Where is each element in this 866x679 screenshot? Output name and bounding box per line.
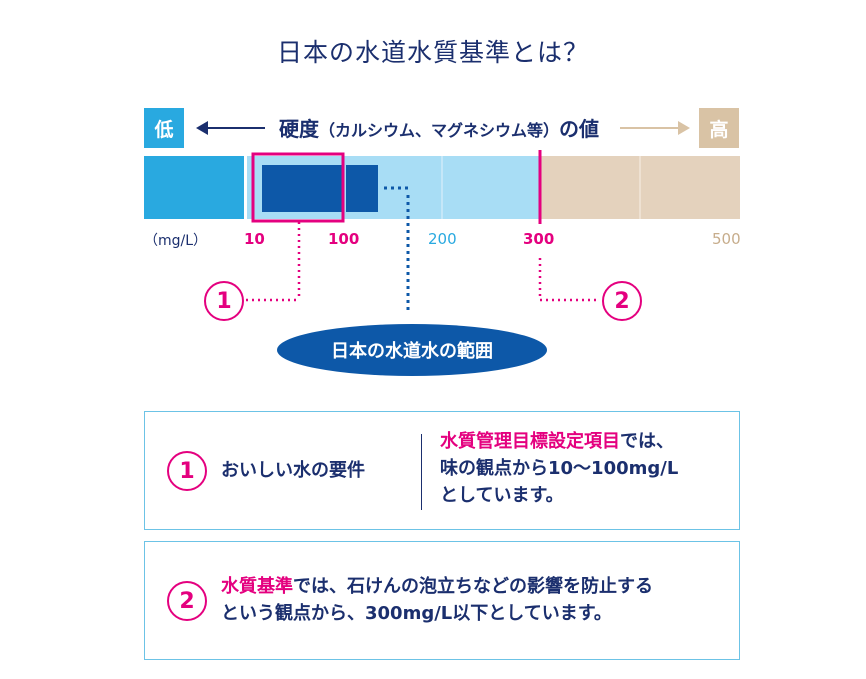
box1-number: 1	[167, 451, 207, 491]
tick-label: 300	[523, 230, 555, 248]
box2-line2: という観点から、300mg/L以下としています。	[221, 603, 612, 624]
box1-divider	[421, 434, 422, 510]
tick-label: 100	[328, 230, 360, 248]
box2-number: 2	[167, 581, 207, 621]
tapwater-range-bar	[262, 165, 378, 212]
marker-one: 1	[204, 281, 244, 321]
scale-segment-low	[144, 156, 244, 219]
box1-left-text: おいしい水の要件	[221, 460, 365, 481]
marker-two: 2	[602, 281, 642, 321]
high-end-box: 高	[699, 108, 739, 148]
tapwater-range-label: 日本の水道水の範囲	[277, 324, 547, 376]
axis-label-main: 硬度	[279, 117, 319, 141]
box2-rest: では、石けんの泡立ちなどの影響を防止する	[293, 576, 653, 597]
unit-label: （mg/L）	[144, 233, 208, 249]
box2-text: 水質基準では、石けんの泡立ちなどの影響を防止する という観点から、300mg/L…	[221, 573, 653, 627]
arrow-right-icon	[620, 121, 690, 135]
box1-highlight: 水質管理目標設定項目	[440, 431, 620, 452]
requirement-1-frame	[251, 152, 345, 223]
info-box-requirement: 1 おいしい水の要件 水質管理目標設定項目では、 味の観点から10～100mg/…	[144, 411, 740, 530]
tick-label: 10	[244, 230, 265, 248]
axis-label-tail: の値	[559, 117, 600, 141]
tick-label: 500	[712, 230, 741, 248]
arrow-left-icon	[196, 121, 265, 135]
page-title: 日本の水道水質基準とは？	[276, 38, 589, 67]
box2-highlight: 水質基準	[221, 576, 293, 597]
box1-right-text: 水質管理目標設定項目では、 味の観点から10～100mg/L としています。	[440, 428, 678, 509]
box1-line2: 味の観点から10～100mg/L	[440, 458, 679, 479]
box1-right-rest: では、	[620, 431, 674, 452]
tick-label: 200	[428, 230, 457, 248]
axis-label-paren: （カルシウム、マグネシウム等）	[319, 121, 560, 140]
axis-label: 硬度（カルシウム、マグネシウム等）の値	[279, 113, 599, 142]
box1-line3: としています。	[440, 485, 564, 506]
info-box-standard: 2 水質基準では、石けんの泡立ちなどの影響を防止する という観点から、300mg…	[144, 541, 740, 660]
low-end-box: 低	[144, 108, 184, 148]
